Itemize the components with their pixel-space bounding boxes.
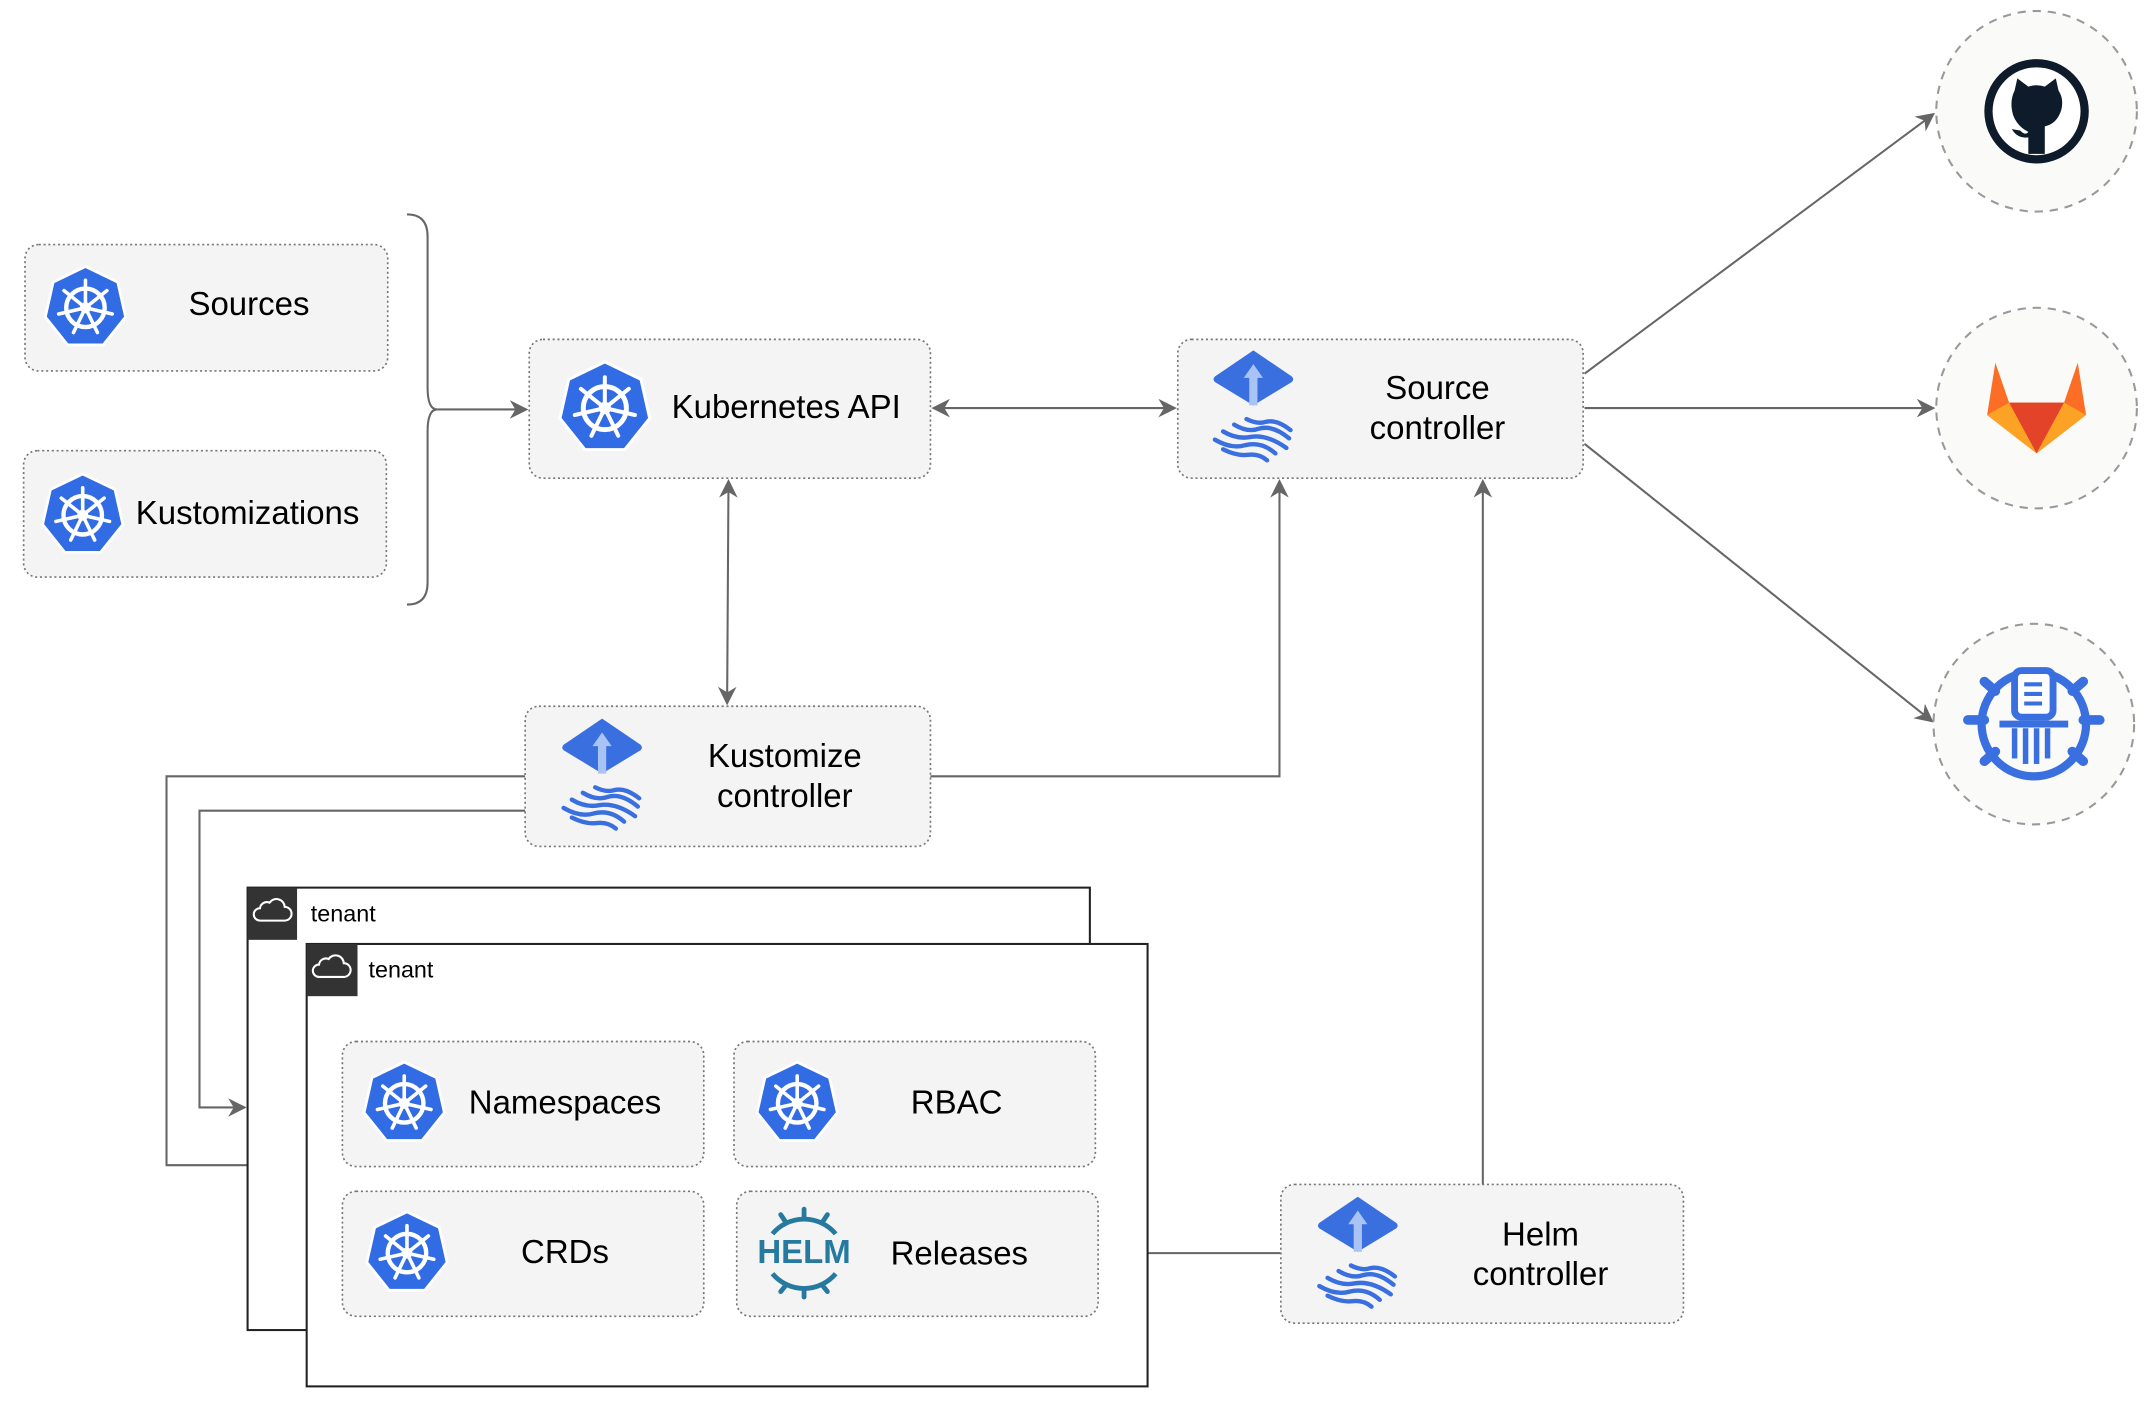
kustomize-controller-node[interactable]: Kustomize controller <box>524 705 932 848</box>
namespaces-label: Namespaces <box>469 1083 661 1120</box>
source-controller-node[interactable]: Source controller <box>1176 338 1584 479</box>
kubernetes-api-node[interactable]: Kubernetes API <box>528 338 932 479</box>
crds-node[interactable]: CRDs <box>341 1190 705 1318</box>
kubernetes-api-label: Kubernetes API <box>672 388 901 425</box>
releases-node[interactable]: HELM Releases <box>735 1190 1099 1318</box>
tenant-label: tenant <box>369 957 434 983</box>
helm-controller-node[interactable]: Helm controller <box>1280 1183 1685 1325</box>
source-controller-line2: controller <box>1370 409 1506 446</box>
rbac-label: RBAC <box>911 1083 1003 1120</box>
github-source[interactable] <box>1935 9 2138 213</box>
namespaces-node[interactable]: Namespaces <box>341 1040 705 1168</box>
sources-node[interactable]: Sources <box>24 243 389 372</box>
github-icon <box>1984 59 2089 164</box>
source-to-bucket-arrow <box>1583 443 1934 723</box>
gitlab-icon <box>1987 362 2087 454</box>
bucket-icon <box>1963 667 2105 781</box>
helm-controller-line1: Helm <box>1502 1215 1579 1252</box>
kustomize-to-tenant-front-arrow <box>165 775 526 1175</box>
tenant-label: tenant <box>311 900 376 926</box>
api-kustomize-arrow <box>717 479 738 706</box>
helm-icon: HELM <box>757 1206 851 1300</box>
resources-brace <box>406 213 438 606</box>
kustomize-controller-line1: Kustomize <box>708 737 862 774</box>
source-controller-line1: Source <box>1385 369 1489 406</box>
helm-logo-text: HELM <box>757 1233 850 1270</box>
kustomizations-node[interactable]: Kustomizations <box>22 449 388 578</box>
helm-controller-line2: controller <box>1473 1255 1609 1292</box>
crds-label: CRDs <box>521 1233 609 1270</box>
bucket-source[interactable] <box>1932 622 2136 826</box>
source-to-github-arrow <box>1583 112 1936 375</box>
gitlab-source[interactable] <box>1935 306 2138 510</box>
kustomize-to-tenant-back-arrow <box>198 809 526 1117</box>
rbac-node[interactable]: RBAC <box>733 1040 1097 1168</box>
kustomize-to-source-arrow <box>930 479 1289 778</box>
kustomizations-label: Kustomizations <box>136 494 360 531</box>
tenant-front[interactable]: tenant Namespaces RBAC CRDs HELM <box>305 942 1149 1388</box>
kustomize-controller-line2: controller <box>717 777 853 814</box>
sources-label: Sources <box>188 285 309 322</box>
releases-label: Releases <box>891 1235 1028 1272</box>
